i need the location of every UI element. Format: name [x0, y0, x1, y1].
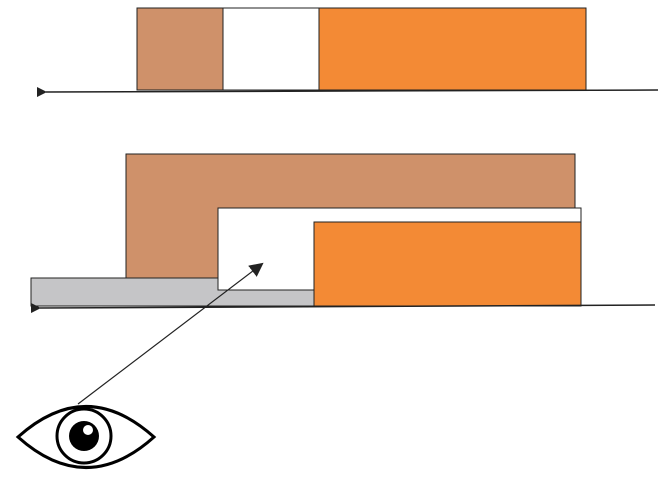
top-orange-block [318, 7, 587, 91]
bottom-layer-stack [30, 153, 656, 314]
eye-highlight [83, 425, 93, 435]
top-layer-stack [36, 7, 659, 98]
top-tan-block [136, 7, 224, 91]
top-white-block [222, 7, 320, 91]
sight-line-arrow [77, 262, 264, 405]
eye-pupil [69, 421, 99, 451]
top-baseline-arrow [36, 87, 659, 98]
bottom-orange-layer [313, 221, 582, 307]
eye-icon [15, 405, 157, 469]
bottom-baseline-arrow [30, 303, 656, 314]
